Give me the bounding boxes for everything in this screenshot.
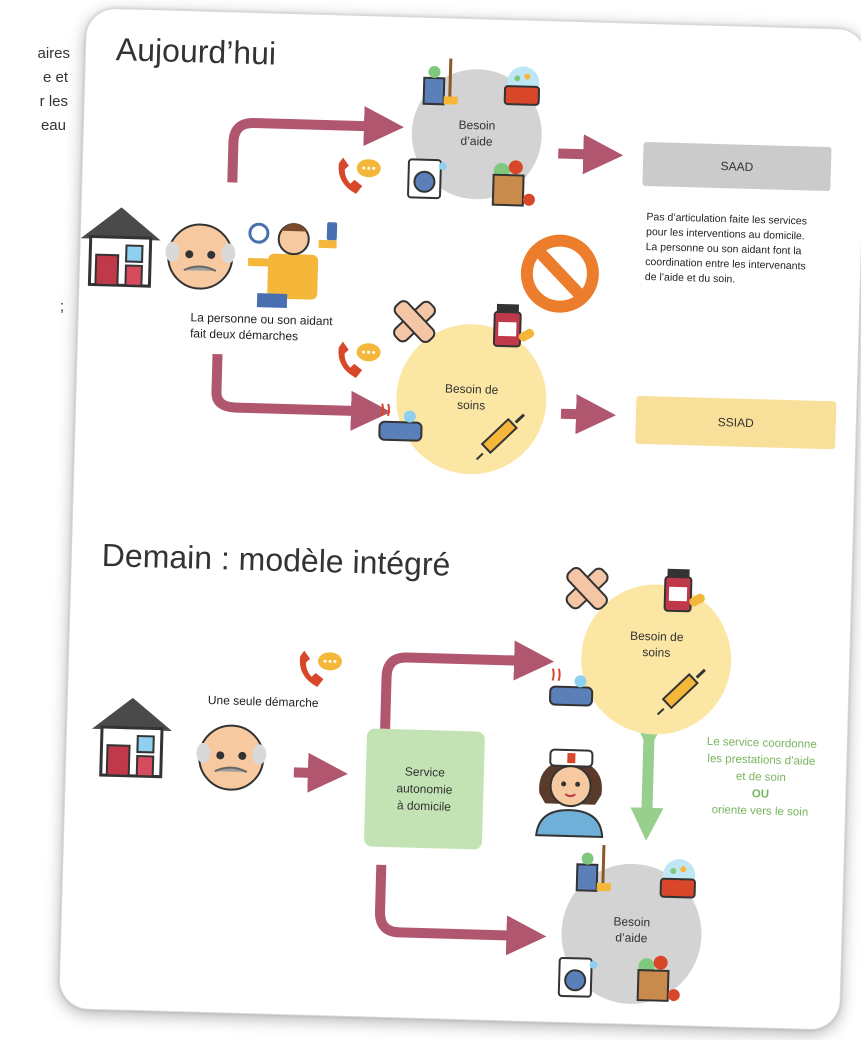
phone-call-icon (338, 157, 381, 194)
cooking-pot-icon (659, 859, 696, 899)
arrow-to-aide (227, 106, 404, 183)
phone-call-icon (338, 341, 381, 378)
infographic-card: Aujourd’hui Besoin d’aide Besoin de soin… (58, 7, 861, 1031)
medicine-bottle-icon (663, 568, 705, 613)
service-autonomie-box: Service autonomie à domicile (363, 728, 486, 850)
service-box-label: Service autonomie à domicile (396, 763, 453, 814)
washing-machine-icon (407, 158, 447, 200)
coordination-text: Le service coordonne les prestations d’a… (675, 733, 847, 823)
today-arrows (211, 106, 667, 956)
cooking-pot-icon (503, 66, 541, 106)
grocery-bag-icon (636, 955, 680, 1002)
tomorrow-soins-label: Besoin de soins (629, 628, 684, 660)
background-text-fragment: eau (40, 117, 66, 134)
elderly-man-icon (165, 223, 236, 290)
medicine-bottle-icon (492, 303, 535, 348)
washing-machine-icon (557, 956, 598, 998)
cleaning-tools-icon (422, 58, 458, 106)
cleaning-tools-icon (575, 845, 611, 892)
background-text-fragment: ; (59, 298, 64, 315)
syringe-icon (656, 668, 706, 716)
arrow-to-soins (211, 353, 391, 431)
phone-call-icon (299, 650, 342, 687)
bathtub-icon (548, 668, 594, 707)
tomorrow-aide-label: Besoin d’aide (613, 914, 651, 946)
grocery-bag-icon (491, 160, 535, 207)
arrow-to-tomorrow-aide (374, 864, 547, 956)
bandage-icon (393, 300, 436, 344)
nurse-icon (535, 748, 604, 839)
arrow-to-saad (558, 134, 624, 175)
bandage-icon (565, 567, 609, 610)
busy-helper-icon (247, 222, 338, 308)
background-text-fragment: e et (42, 69, 68, 86)
prohibited-sign-icon (520, 234, 599, 313)
coordination-line-1: Le service coordonne les prestations d’a… (706, 735, 817, 785)
elderly-man-icon (196, 724, 267, 791)
house-icon (80, 207, 161, 288)
house-icon (91, 697, 172, 779)
bathtub-icon (378, 403, 423, 442)
arrow-to-service (293, 752, 348, 793)
syringe-icon (475, 413, 525, 461)
green-double-arrow (630, 717, 667, 841)
arrow-to-tomorrow-soins (380, 640, 555, 730)
background-text-fragment: r les (39, 93, 68, 110)
arrow-to-ssiad (560, 394, 616, 435)
background-text-fragment: aires (37, 45, 70, 62)
